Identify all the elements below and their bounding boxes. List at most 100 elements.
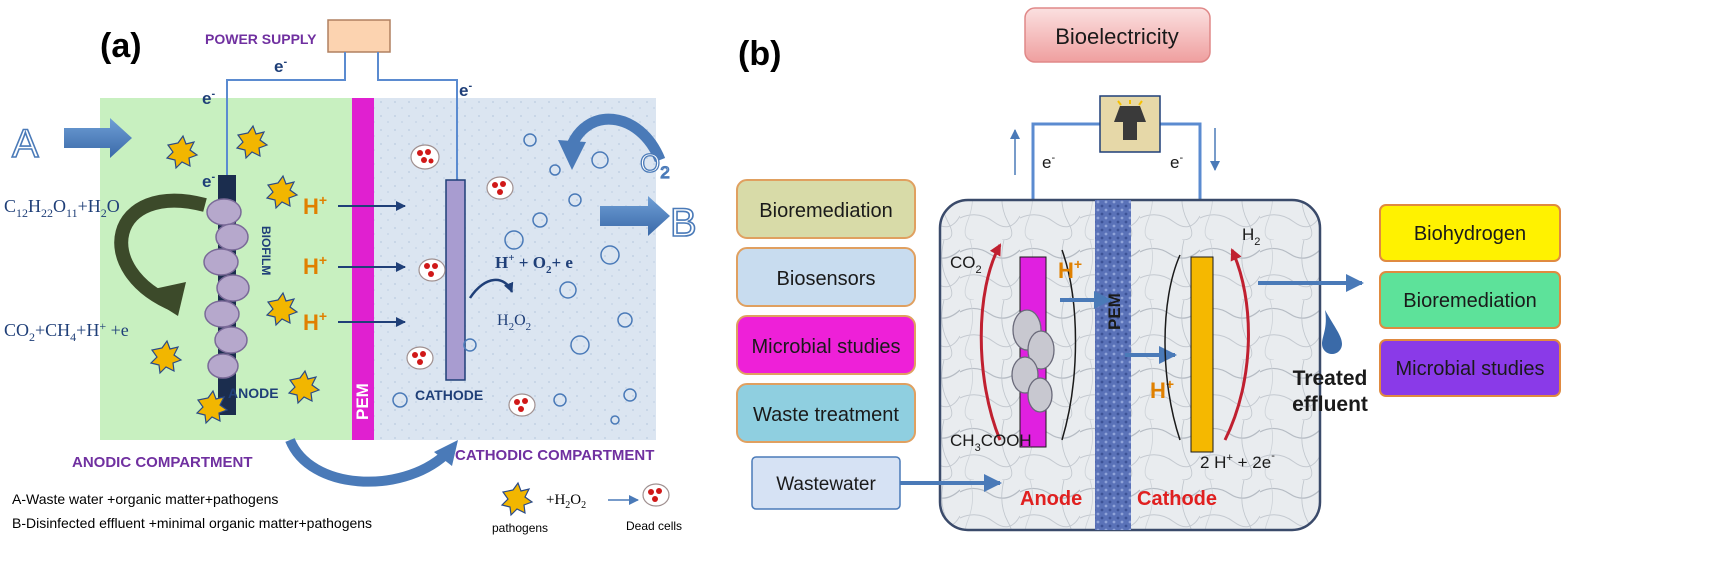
h2-release-arrow	[1223, 248, 1250, 441]
pathogen-star	[149, 339, 183, 375]
treated-effluent-line1: Treated	[1293, 367, 1368, 390]
bioelectricity-label: Bioelectricity	[1055, 24, 1178, 49]
output-label: Biohydrogen	[1414, 223, 1526, 245]
application-label: Bioremediation	[759, 200, 892, 222]
cathode-flow-curve	[1164, 254, 1181, 441]
anode-flow-curve	[1061, 249, 1077, 441]
application-box: Microbial studies	[736, 315, 916, 375]
electron-label-right: e-	[459, 80, 472, 100]
metabolism-arrow-head	[140, 282, 186, 316]
proton-row-2: H+	[303, 252, 406, 279]
panel-a: (a) PEM POWER SUPPLY e- e- e- e- A B O2	[4, 19, 697, 535]
cathode-reaction-b: 2 H+ + 2e-	[1200, 450, 1275, 472]
metabolism-curve-arrow	[114, 193, 207, 312]
electron-label-left: e-	[202, 88, 215, 108]
output-box: Bioremediation	[1379, 271, 1561, 329]
legend-b: B-Disinfected effluent +minimal organic …	[12, 515, 372, 531]
oxygen-label: O2	[640, 148, 670, 182]
pathogen-star	[235, 124, 269, 160]
panel-a-label: (a)	[100, 27, 142, 65]
oxygen-bubbles	[392, 133, 637, 425]
inlet-a-letter: A	[12, 122, 39, 166]
output-box: Microbial studies	[1379, 339, 1561, 397]
outlet-arrow	[600, 196, 670, 236]
panel-b-label: (b)	[738, 35, 781, 73]
dead-cells	[406, 144, 536, 417]
pathogen-star	[287, 369, 321, 405]
dead-cell	[508, 393, 536, 417]
co2-release-arrow	[979, 243, 1002, 441]
pem-label: PEM	[353, 383, 372, 420]
proton-label: H+	[303, 192, 327, 219]
electron-label-b-right: e-	[1170, 152, 1183, 172]
legend-pathogens-label: pathogens	[492, 521, 548, 535]
output-label: Bioremediation	[1403, 290, 1536, 312]
bioelectricity-box	[1024, 7, 1211, 63]
peroxide-arrow	[468, 278, 514, 299]
proton-row-1: H+	[303, 192, 406, 219]
anodic-compartment-label: ANODIC COMPARTMENT	[72, 454, 253, 471]
application-box: Biosensors	[736, 247, 916, 307]
anode-label: ANODE	[228, 385, 279, 401]
water-drop-icon	[1322, 310, 1342, 354]
anode-label-b: Anode	[1020, 488, 1082, 510]
legend-a: A-Waste water +organic matter+pathogens	[12, 491, 278, 507]
application-label: Microbial studies	[752, 336, 901, 358]
pathogen-star	[265, 174, 299, 210]
electron-label-b-left: e-	[1042, 152, 1055, 172]
wastewater-label: Wastewater	[776, 474, 876, 495]
application-label: Biosensors	[777, 268, 876, 290]
dead-cell	[418, 258, 446, 282]
output-label: Microbial studies	[1396, 358, 1545, 380]
outlet-b-letter: B	[670, 201, 697, 245]
pathogen-star	[195, 389, 229, 425]
oxygen-curve-arrow	[564, 113, 666, 163]
pathogen-star	[265, 291, 299, 327]
power-supply-box	[327, 19, 391, 53]
compartment-flow-head	[434, 440, 458, 466]
dead-cell	[406, 346, 434, 370]
electron-label-top: e-	[274, 56, 287, 76]
co2-label: CO2	[950, 253, 982, 276]
treated-effluent-line2: effluent	[1292, 393, 1368, 416]
pem-membrane	[352, 98, 374, 440]
proton-label: H+	[303, 308, 327, 335]
lamp-base	[1123, 122, 1137, 140]
cathode-rod	[445, 179, 466, 381]
cathode-label: CATHODE	[415, 387, 483, 403]
lamp-icon	[1114, 106, 1146, 122]
inlet-arrow	[64, 118, 132, 158]
dead-cell	[410, 144, 440, 170]
legend-plus-peroxide: +H2O2	[546, 492, 586, 511]
application-label: Waste treatment	[753, 404, 899, 426]
biofilm-cluster-b	[1011, 309, 1055, 413]
application-box: Bioremediation	[736, 179, 916, 239]
application-box: Waste treatment	[736, 383, 916, 443]
proton-label-b1: H+	[1058, 256, 1082, 283]
pem-membrane-b	[1095, 200, 1131, 530]
panel-b: (b) Bioelectricity e- e- PEM CO2	[736, 7, 1561, 532]
cathode-label-b: Cathode	[1137, 488, 1217, 510]
cathode-electrode-b	[1190, 256, 1214, 453]
cathode-wire	[377, 52, 458, 180]
peroxide-formula: H2O2	[497, 312, 531, 333]
electron-label-anode: e-	[202, 171, 215, 191]
products-formula: CO2+CH4+H+ +e	[4, 319, 129, 344]
pathogen-stars	[149, 124, 321, 425]
cathodic-compartment-label: CATHODIC COMPARTMENT	[455, 447, 654, 464]
output-box: Biohydrogen	[1379, 204, 1561, 262]
proton-label: H+	[303, 252, 327, 279]
anode-wire	[226, 52, 346, 180]
acetate-label: CH3COOH	[950, 431, 1032, 454]
legend-dead-cell	[642, 483, 670, 507]
legend-pathogen-star	[500, 481, 534, 517]
biofilm-label: BIOFILM	[259, 226, 273, 275]
legend-dead-cells-label: Dead cells	[626, 519, 682, 533]
proton-label-b2: H+	[1150, 376, 1174, 403]
proton-row-3: H+	[303, 308, 406, 335]
dead-cell	[486, 176, 514, 200]
compartment-flow-arrow	[285, 437, 449, 487]
pathogen-star	[165, 134, 199, 170]
power-supply-label: POWER SUPPLY	[205, 31, 317, 47]
